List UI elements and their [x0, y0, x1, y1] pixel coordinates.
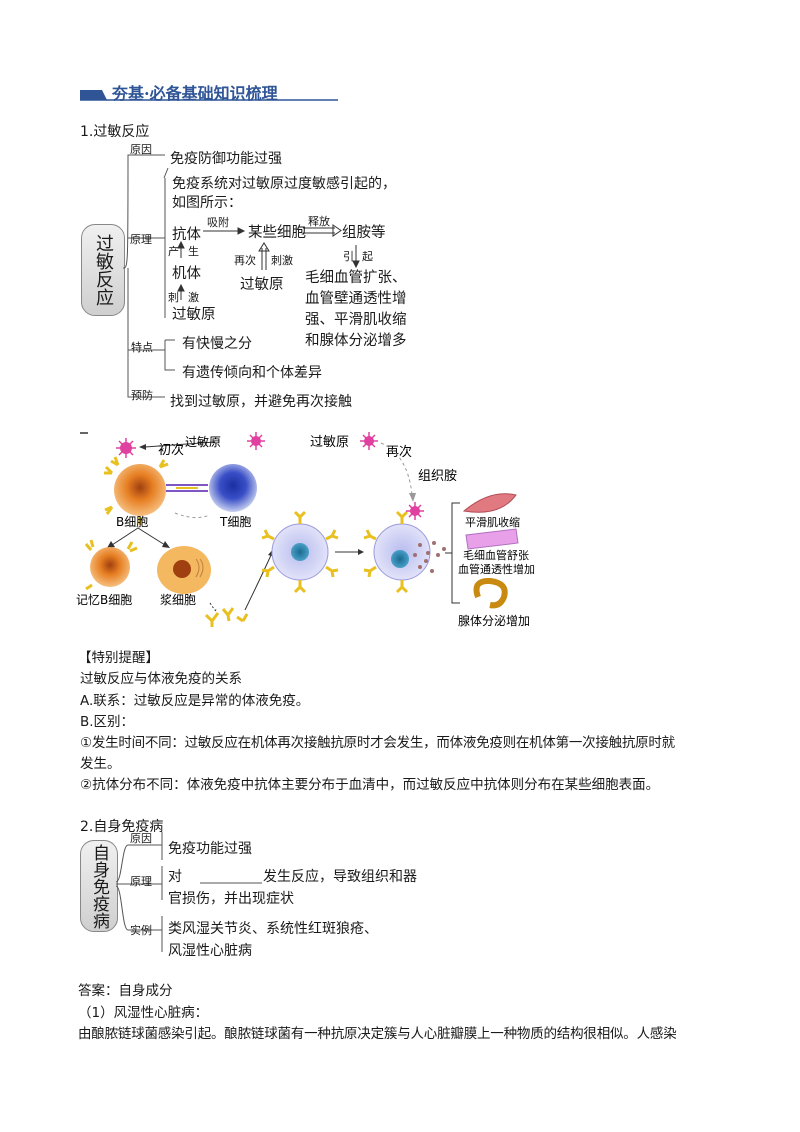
- page-title: 夯基·必备基础知识梳理: [112, 84, 278, 103]
- autoimmune-node: 自身免疫病: [80, 840, 118, 932]
- answer: 答案：自身成分: [78, 983, 173, 999]
- fig-gland: 腺体分泌增加: [458, 614, 530, 628]
- note-line-6: ②抗体分布不同：体液免疫中抗体主要分布于血清中，而过敏反应中抗体则分布在某些细胞…: [80, 777, 660, 793]
- allergen-icon: [116, 438, 136, 458]
- t-cell: [209, 464, 257, 512]
- prevent-text: 找到过敏原，并避免再次接触: [170, 394, 352, 410]
- note-title: 【特别提醒】: [78, 650, 159, 666]
- fig-histamine: 组织胺: [418, 469, 457, 484]
- fig-smooth: 平滑肌收缩: [465, 515, 520, 529]
- feature-1: 有快慢之分: [182, 336, 252, 352]
- effect-line-4: 和腺体分泌增多: [305, 333, 407, 349]
- allergy-mindmap-lines: [122, 154, 360, 398]
- antibody-cluster: [204, 607, 249, 627]
- paragraph: 由酿脓链球菌感染引起。酿脓链球菌有一种抗原决定簇与人心脏瓣膜上一种物质的结构很相…: [78, 1026, 677, 1042]
- section-title-allergy: 1.过敏反应: [80, 124, 150, 140]
- histamine-label: 组胺等: [342, 225, 386, 241]
- allergen-label: 过敏原: [172, 307, 216, 323]
- effect-line-2: 血管壁通透性增: [305, 291, 407, 307]
- produce-label: 产: [168, 245, 179, 258]
- fig-first-time: 初次: [158, 442, 184, 458]
- cause-text: 免疫防御功能过强: [170, 151, 282, 167]
- allergen-icon: [406, 502, 424, 520]
- branch-cause: 原因: [130, 143, 152, 156]
- mast-cell: [261, 510, 339, 594]
- header-bar: [80, 90, 338, 101]
- plasma-cell: [157, 546, 211, 594]
- release-label: 释放: [308, 215, 330, 228]
- fig-plasma: 浆细胞: [160, 592, 196, 607]
- auto-branch-example: 实例: [130, 924, 152, 937]
- section-title-autoimmune: 2.自身免疫病: [80, 819, 164, 835]
- mech-line1: 免疫系统对过敏原过度敏感引起的，: [172, 176, 396, 192]
- sheng-label: 生: [188, 245, 199, 258]
- body-label: 机体: [172, 266, 201, 282]
- antibody-label: 抗体: [172, 227, 201, 243]
- some-cells-label: 某些细胞: [248, 225, 306, 241]
- stim-label: 刺: [168, 291, 179, 304]
- b-cell: [104, 456, 169, 525]
- auto-example-2: 风湿性心脏病: [168, 943, 252, 959]
- fig-capillary-2: 血管通透性增加: [458, 562, 535, 576]
- smooth-muscle-icon: [462, 493, 517, 513]
- fig-b-cell: B细胞: [116, 515, 148, 529]
- yin-label: 引: [343, 250, 354, 263]
- auto-cause-text: 免疫功能过强: [168, 841, 252, 857]
- note-line-5: 发生。: [80, 756, 121, 772]
- branch-prevent: 预防: [131, 389, 153, 402]
- auto-mech-suffix: 发生反应，导致组织和器: [263, 869, 417, 885]
- auto-branch-cause: 原因: [130, 832, 152, 845]
- feature-2: 有遗传倾向和个体差异: [182, 365, 322, 381]
- memory-b-cell: [84, 539, 138, 591]
- allergen2-label: 过敏原: [240, 277, 284, 293]
- fig-again: 再次: [386, 444, 412, 460]
- fig-allergen-right: 过敏原: [310, 435, 349, 450]
- adsorb-label: 吸附: [207, 216, 229, 229]
- branch-mechanism: 原理: [130, 233, 152, 246]
- fig-capillary-1: 毛细血管舒张: [463, 548, 529, 562]
- gland-icon: [473, 577, 508, 609]
- mast-cell: [363, 510, 431, 594]
- allergen-icon: [247, 432, 265, 450]
- auto-mech-line2: 官损伤，并出现症状: [168, 891, 294, 907]
- ji-label: 激: [188, 291, 199, 304]
- fig-allergen-top: 过敏原: [185, 434, 221, 449]
- again-label: 再次: [234, 254, 256, 267]
- allergy-node: 过敏反应: [81, 224, 125, 316]
- auto-branch-mechanism: 原理: [130, 875, 152, 888]
- granules: [413, 541, 446, 573]
- effect-line-1: 毛细血管扩张、: [305, 270, 407, 286]
- auto-example-1: 类风湿关节炎、系统性红斑狼疮、: [168, 921, 378, 937]
- capillary-icon: [465, 528, 519, 550]
- allergen-icon: [360, 432, 378, 450]
- fig-t-cell: T细胞: [219, 515, 251, 529]
- sub-heading-1: （1）风湿性心脏病：: [78, 1005, 209, 1021]
- fig-memory-b: 记忆B细胞: [76, 593, 132, 607]
- stimulate-label: 刺激: [271, 254, 293, 267]
- branch-feature: 特点: [131, 341, 153, 354]
- note-line-3: B.区别：: [80, 714, 135, 730]
- mech-line2: 如图所示：: [172, 195, 242, 211]
- note-line-2: A.联系：过敏反应是异常的体液免疫。: [80, 693, 310, 709]
- qi-label: 起: [362, 250, 373, 263]
- note-line-4: ①发生时间不同：过敏反应在机体再次接触抗原时才会发生，而体液免疫则在机体第一次接…: [80, 735, 675, 751]
- allergy-figure: 过敏原 初次 B细胞 T细胞 记忆B细胞 浆细胞: [76, 432, 535, 628]
- note-line-1: 过敏反应与体液免疫的关系: [80, 671, 242, 687]
- effect-line-3: 强、平滑肌收缩: [305, 312, 407, 328]
- auto-mech-prefix: 对: [168, 869, 182, 885]
